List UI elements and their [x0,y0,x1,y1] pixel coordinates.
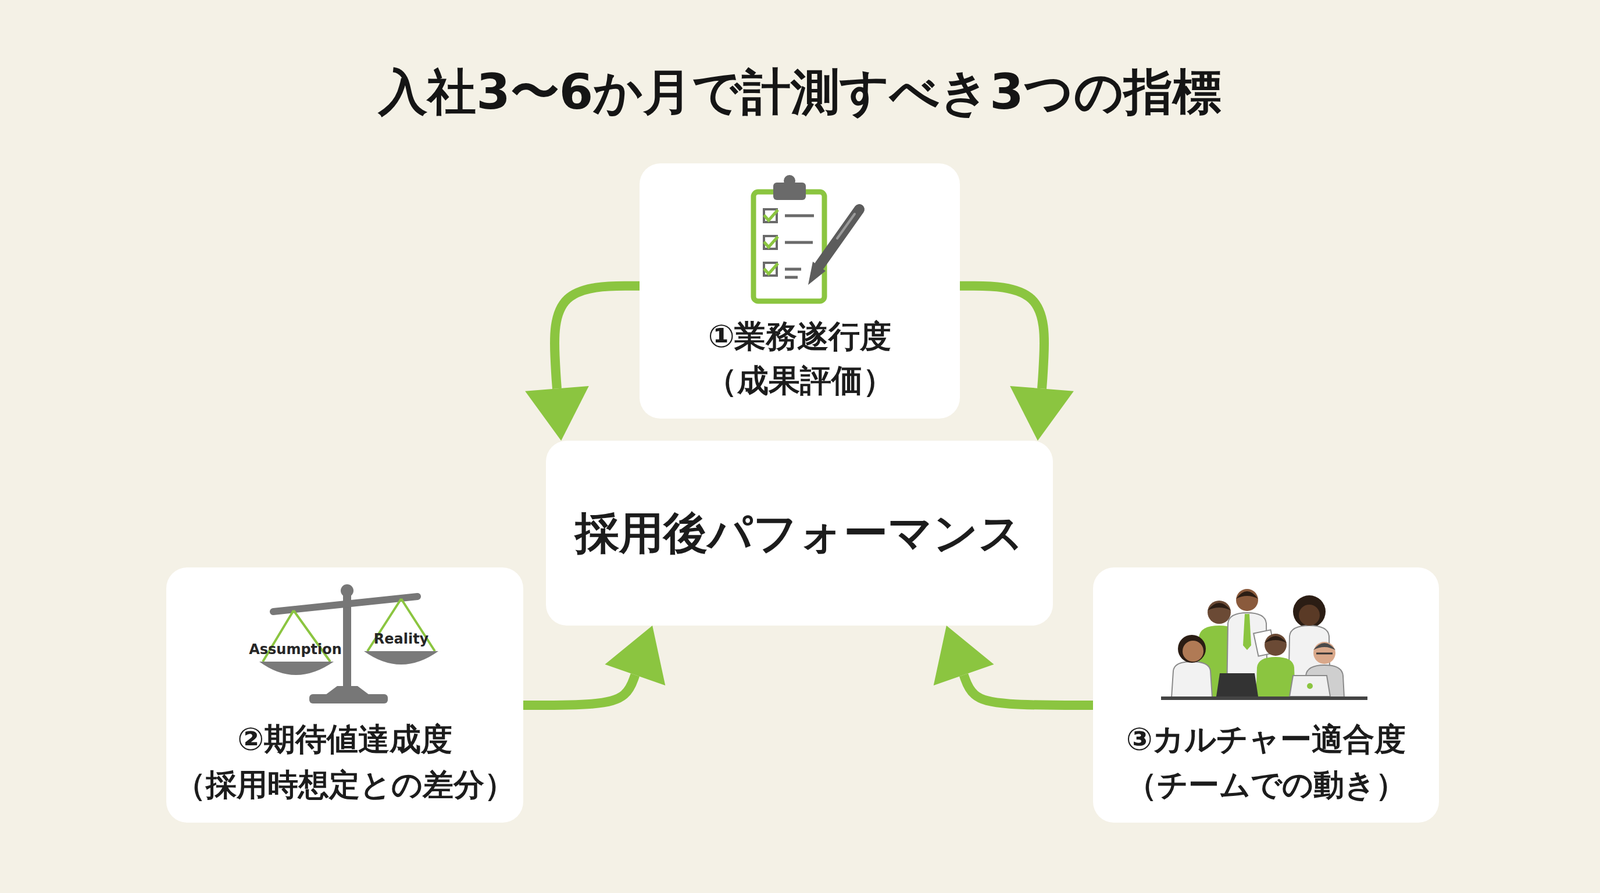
laptop-logo [1306,683,1313,689]
curved-arrow [933,625,1094,706]
arrow-head [933,625,995,686]
node-subtitle: （採用時想定との差分） [175,762,516,808]
laptop [1289,675,1331,697]
clipboard-icon [753,175,860,302]
person-hair [1264,636,1287,644]
arrow-shaft [959,286,1045,389]
scale-knob [340,584,354,598]
node-subtitle: （チームでの動き） [1126,762,1407,808]
arrow-head [1009,386,1074,441]
arrow-shaft [554,286,640,389]
list-line [784,268,802,271]
glasses [1316,652,1333,655]
scale-base [309,694,388,704]
scale-pan [259,661,334,675]
check-mark [763,236,778,248]
node-heading: ①業務遂行度 [708,314,892,359]
person-body [1255,656,1296,698]
clipboard-board [753,191,825,302]
scale-beam [273,596,418,612]
list-line [784,241,813,245]
person-body [1171,661,1213,698]
curved-arrow [525,286,640,441]
person-head [1207,600,1231,624]
person-hair [1177,634,1206,663]
node-heading: 採用後パフォーマンス [575,504,1024,563]
scale-label: Reality [373,631,430,646]
curved-arrow [959,286,1074,441]
pen-tip [808,261,826,285]
person-hair [1293,595,1326,628]
arrow-shaft [523,675,635,706]
list-line [784,214,814,218]
arrow-head [604,625,666,686]
pen-highlight [837,213,855,239]
diagram-title: 入社3〜6か月で計測すべき3つの指標 [0,65,1600,119]
person-head [1182,640,1204,662]
arrow-shaft [963,675,1094,706]
check-mark [763,209,778,221]
central-box: 採用後パフォーマンス [545,440,1053,626]
laptop [1216,673,1259,697]
person-head [1298,604,1320,626]
list-line [784,276,798,280]
person-hair [1207,602,1231,611]
scale-pan [363,651,439,665]
table-edge [1161,696,1368,700]
person-head [1313,641,1336,664]
check-mark [763,263,778,274]
node-heading: ②期待値達成度 [237,716,453,763]
node-subtitle: （成果評価） [705,358,895,403]
curved-arrow [523,625,666,706]
person-head [1236,588,1259,612]
person-tie [1243,613,1252,650]
clipboard-clip [773,182,806,200]
team-illustration [1161,588,1368,700]
person-hair [1236,591,1259,599]
arrow-head [525,386,589,441]
node-heading: ③カルチャー適合度 [1126,716,1407,763]
person-hair [1313,643,1336,650]
scale-label: Assumption [248,642,342,657]
pen-body [819,209,860,266]
person-head [1264,633,1287,656]
